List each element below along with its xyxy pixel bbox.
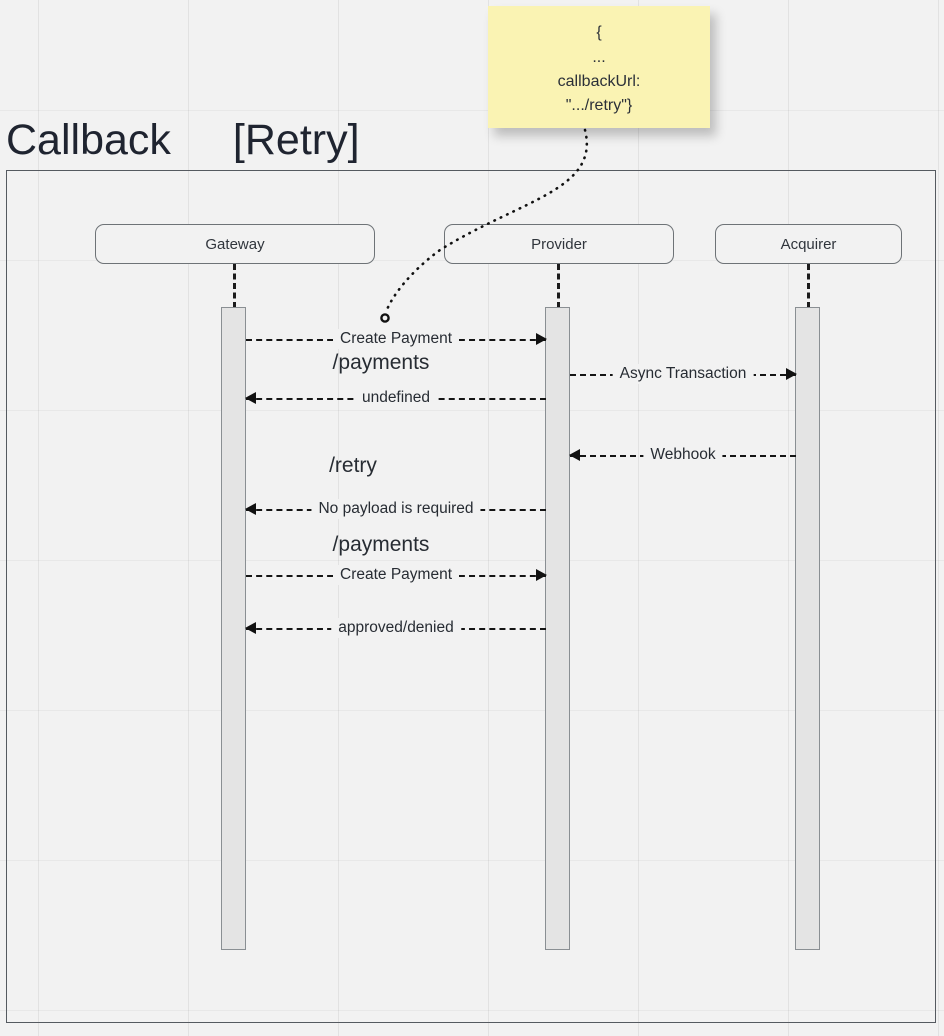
participant-provider[interactable]: Provider — [444, 224, 674, 264]
lifeline-provider — [557, 264, 560, 308]
message-label: undefined — [354, 388, 438, 408]
participant-gateway[interactable]: Gateway — [95, 224, 375, 264]
message-label: No payload is required — [311, 499, 481, 519]
message-label: Webhook — [643, 445, 723, 465]
sticky-note[interactable]: { ... callbackUrl: ".../retry"} — [488, 6, 710, 128]
note-line-1: { — [596, 24, 602, 41]
arrowhead-left-icon — [569, 449, 580, 461]
arrowhead-right-icon — [786, 368, 797, 380]
activation-acquirer — [795, 307, 820, 950]
note-line-2: ... — [592, 49, 606, 66]
activation-gateway — [221, 307, 246, 950]
message-approved-denied[interactable]: approved/denied — [245, 618, 546, 639]
message-create-payment-2[interactable]: Create Payment — [246, 565, 547, 586]
activation-provider — [545, 307, 570, 950]
message-label: Async Transaction — [612, 364, 754, 384]
arrowhead-left-icon — [245, 392, 256, 404]
note-line-4: ".../retry"} — [565, 97, 633, 114]
path-label-payments-1: /payments — [332, 533, 430, 556]
path-label-payments-2: /payments — [332, 351, 430, 374]
lifeline-acquirer — [807, 264, 810, 308]
lifeline-gateway — [233, 264, 236, 308]
participant-label-provider: Provider — [531, 235, 587, 253]
fragment-tag-label: [Retry] — [232, 115, 360, 164]
arrowhead-left-icon — [245, 503, 256, 515]
participant-label-acquirer: Acquirer — [780, 235, 837, 253]
path-label-retry: /retry — [329, 454, 377, 477]
message-create-payment-1[interactable]: Create Payment — [246, 329, 547, 350]
page-title: Callback — [6, 115, 171, 164]
message-webhook[interactable]: Webhook — [569, 445, 796, 466]
note-line-3: callbackUrl: — [557, 73, 641, 90]
diagram-title-row: Callback [Retry] — [6, 112, 360, 168]
arrowhead-right-icon — [536, 333, 547, 345]
arrowhead-right-icon — [536, 569, 547, 581]
message-async-transaction[interactable]: Async Transaction — [570, 364, 797, 385]
message-undefined[interactable]: undefined — [245, 388, 546, 409]
message-label: approved/denied — [331, 618, 461, 638]
participant-acquirer[interactable]: Acquirer — [715, 224, 902, 264]
arrowhead-left-icon — [245, 622, 256, 634]
message-label: Create Payment — [333, 329, 459, 349]
message-label: Create Payment — [333, 565, 459, 585]
participant-label-gateway: Gateway — [205, 235, 265, 253]
message-no-payload-required[interactable]: No payload is required — [245, 499, 546, 520]
